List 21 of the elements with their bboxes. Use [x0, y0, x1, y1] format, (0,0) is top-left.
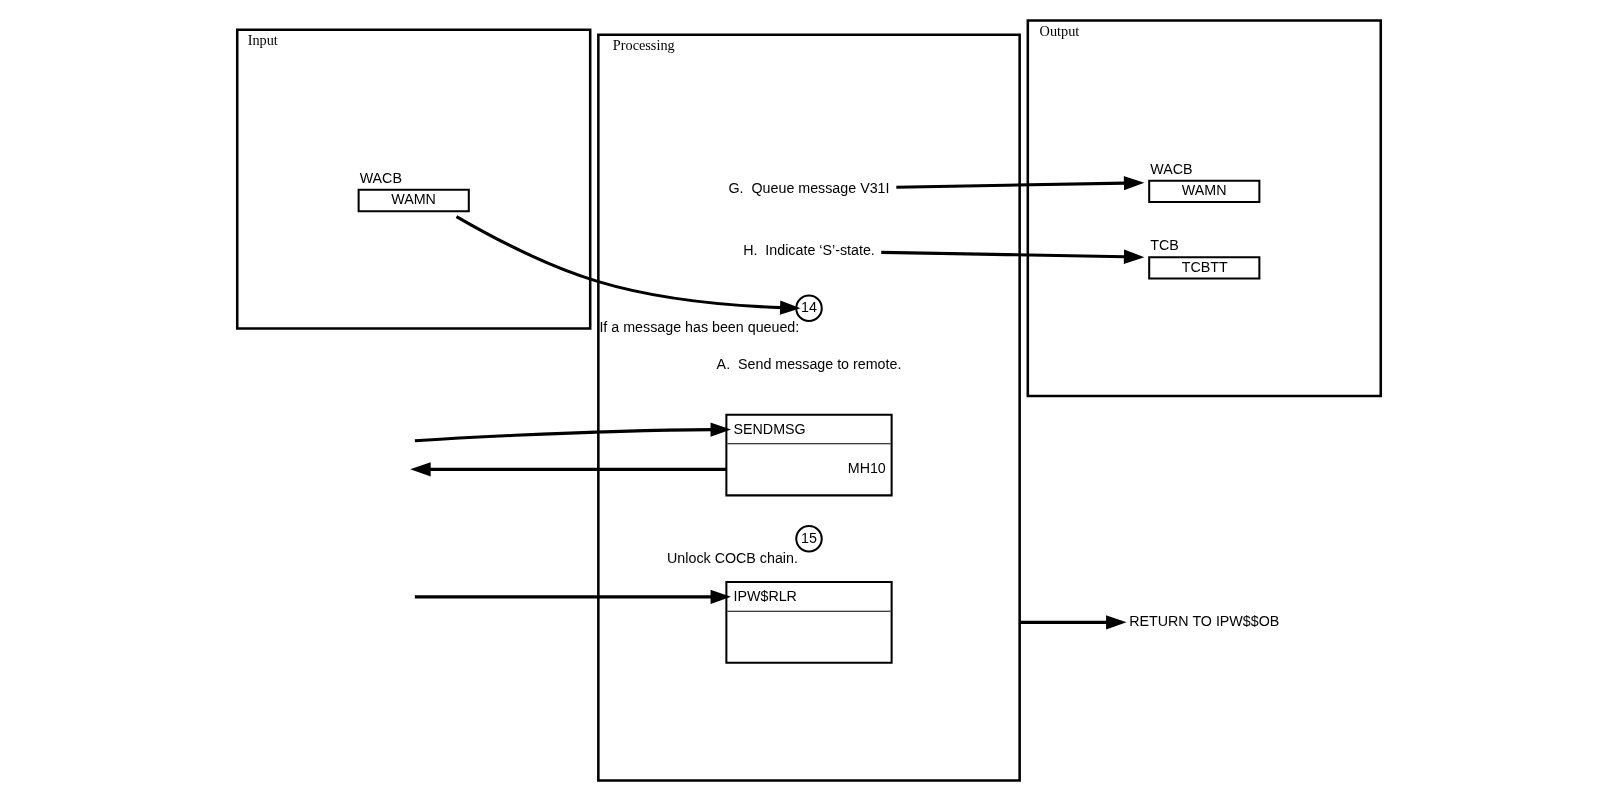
arrow [414, 589, 731, 605]
node-label: Unlock COCB chain. [667, 549, 798, 566]
arrow [410, 462, 727, 477]
node-box: TCBTT [1148, 256, 1261, 280]
node-label: TCB [1150, 237, 1179, 254]
arrow [414, 422, 731, 443]
arrow [896, 176, 1145, 191]
node-circle: 14 [795, 294, 823, 322]
arrow [881, 249, 1145, 264]
node-text: H. Indicate ‘S’-state. [743, 241, 875, 258]
node-label: WACB [359, 169, 402, 186]
node-box: WAMN [357, 188, 470, 213]
node-circle: 15 [795, 524, 823, 553]
arrow [455, 215, 801, 315]
arrow [1019, 615, 1127, 630]
node-label: WACB [1150, 160, 1193, 177]
node-box: WAMN [1148, 179, 1261, 204]
node-label: If a message has been queued: [599, 319, 800, 336]
node-text: RETURN TO IPW$$OB [1129, 613, 1280, 630]
label: A. Send message to remote. [716, 356, 902, 373]
node-text: G. Queue message V31I [728, 179, 890, 196]
